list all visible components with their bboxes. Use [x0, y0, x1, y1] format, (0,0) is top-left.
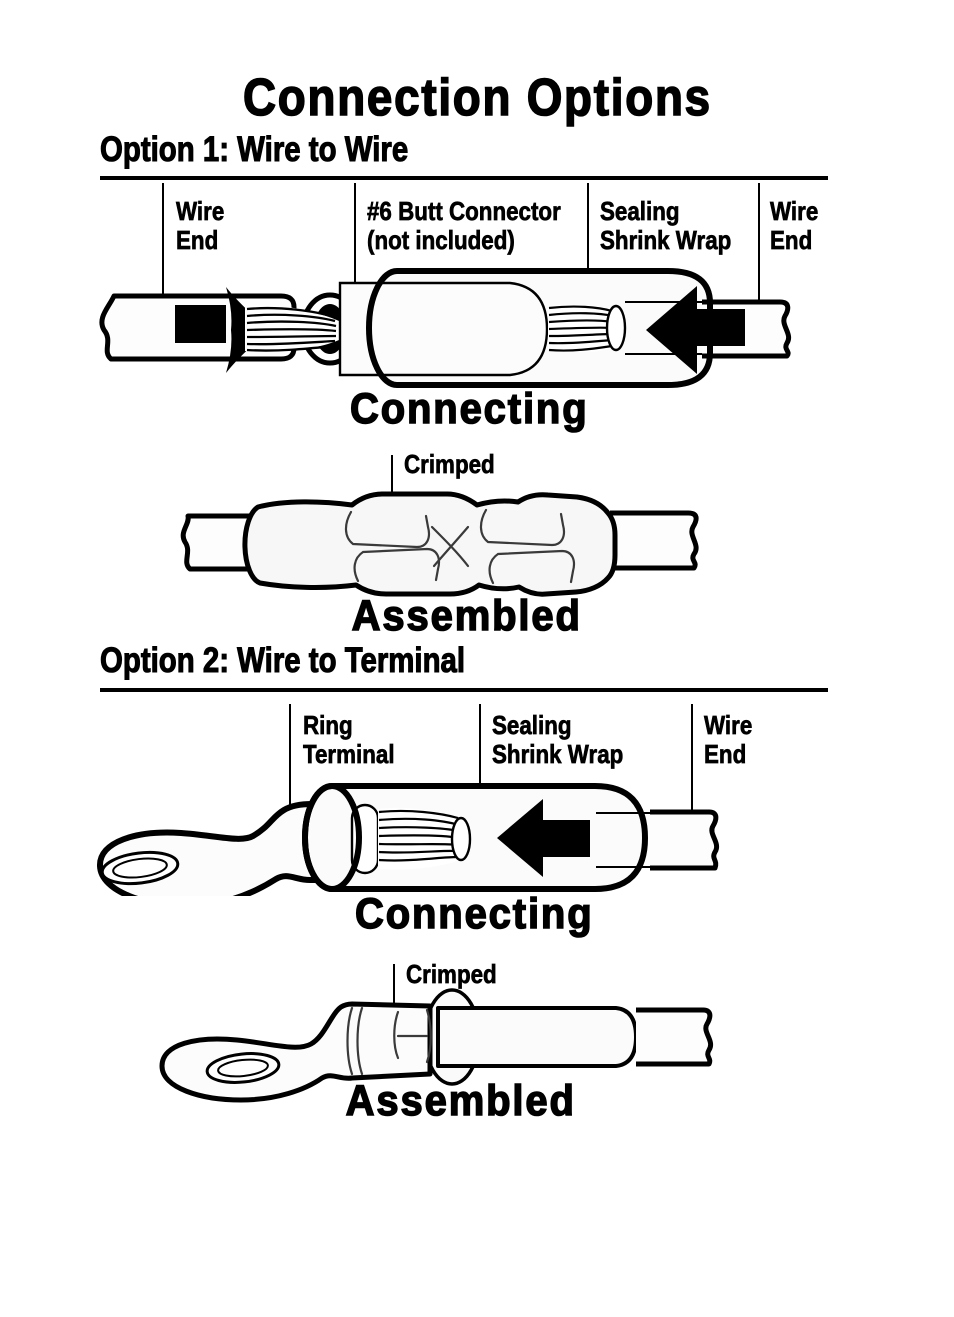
label-crimped-1: Crimped	[404, 449, 495, 479]
wire-strands-left	[245, 305, 339, 352]
crimp-marks	[346, 1006, 432, 1076]
option2-heading: Option 2: Wire to Terminal	[100, 640, 466, 680]
label-sealing-shrink-wrap-2: Sealing Shrink Wrap	[492, 710, 624, 769]
option2-assembled-caption: Assembled	[345, 1076, 577, 1126]
insert-arrow-left-icon	[497, 799, 590, 877]
ring-terminal-crimped	[159, 1001, 433, 1103]
wire-strands-right	[548, 304, 627, 353]
shrink-wrap-tube-rim	[302, 783, 362, 892]
option1-connecting-caption: Connecting	[349, 384, 589, 434]
shrink-wrap-tube-outline	[366, 268, 713, 388]
label-butt-connector: #6 Butt Connector (not included)	[367, 196, 561, 255]
option1-assembled-diagram	[180, 455, 699, 597]
option2-divider-rule	[100, 688, 828, 692]
option1-heading: Option 1: Wire to Wire	[100, 129, 409, 169]
crimped-splice-body	[242, 491, 618, 597]
label-wire-end-2: Wire End	[704, 710, 753, 769]
wire-end	[636, 1007, 714, 1067]
label-ring-terminal: Ring Terminal	[303, 710, 395, 769]
crimp-indent-marks	[344, 508, 576, 585]
option1-assembled-caption: Assembled	[351, 591, 583, 641]
right-wire	[650, 809, 720, 871]
shrink-wrap-tube	[436, 1006, 638, 1068]
option2-connecting-diagram	[96, 704, 720, 896]
leader-lines	[162, 183, 760, 314]
option2-assembled-diagram	[159, 964, 714, 1103]
right-wire	[610, 510, 699, 571]
label-crimped-2: Crimped	[406, 959, 497, 989]
label-wire-end-left: Wire End	[176, 196, 225, 255]
option1-divider-rule	[100, 176, 828, 180]
option1-connecting-diagram	[99, 183, 792, 388]
insert-arrow-left-icon	[646, 286, 745, 374]
label-sealing-shrink-wrap-1: Sealing Shrink Wrap	[600, 196, 732, 255]
wire-strands	[378, 807, 472, 870]
ring-terminal	[96, 801, 358, 896]
page-title: Connection Options	[242, 68, 712, 128]
butt-connector-barrel	[338, 281, 549, 377]
label-wire-end-right: Wire End	[770, 196, 819, 255]
option2-connecting-caption: Connecting	[354, 889, 594, 939]
